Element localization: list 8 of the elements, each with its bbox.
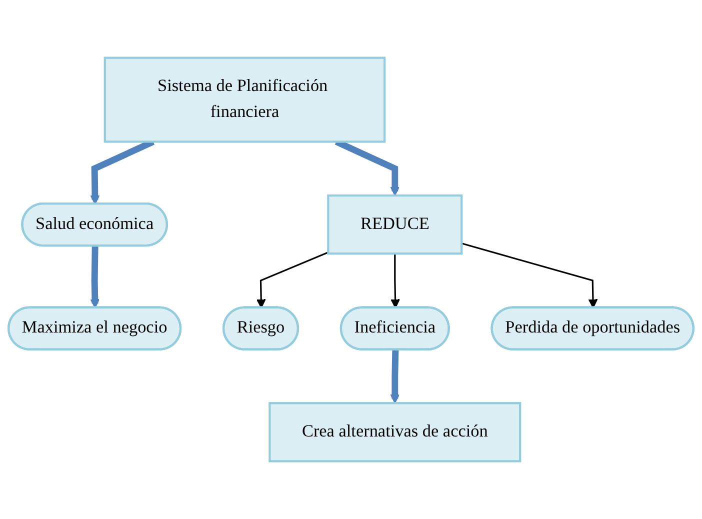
arrow — [90, 246, 100, 308]
node-box: REDUCE — [327, 194, 463, 255]
arrow — [390, 350, 400, 404]
arrow — [256, 252, 329, 308]
arrow — [461, 242, 598, 308]
arrow — [390, 254, 400, 308]
node-box: Crea alternativas de acción — [268, 402, 522, 462]
node-box: Sistema de Planificación financiera — [104, 56, 386, 143]
